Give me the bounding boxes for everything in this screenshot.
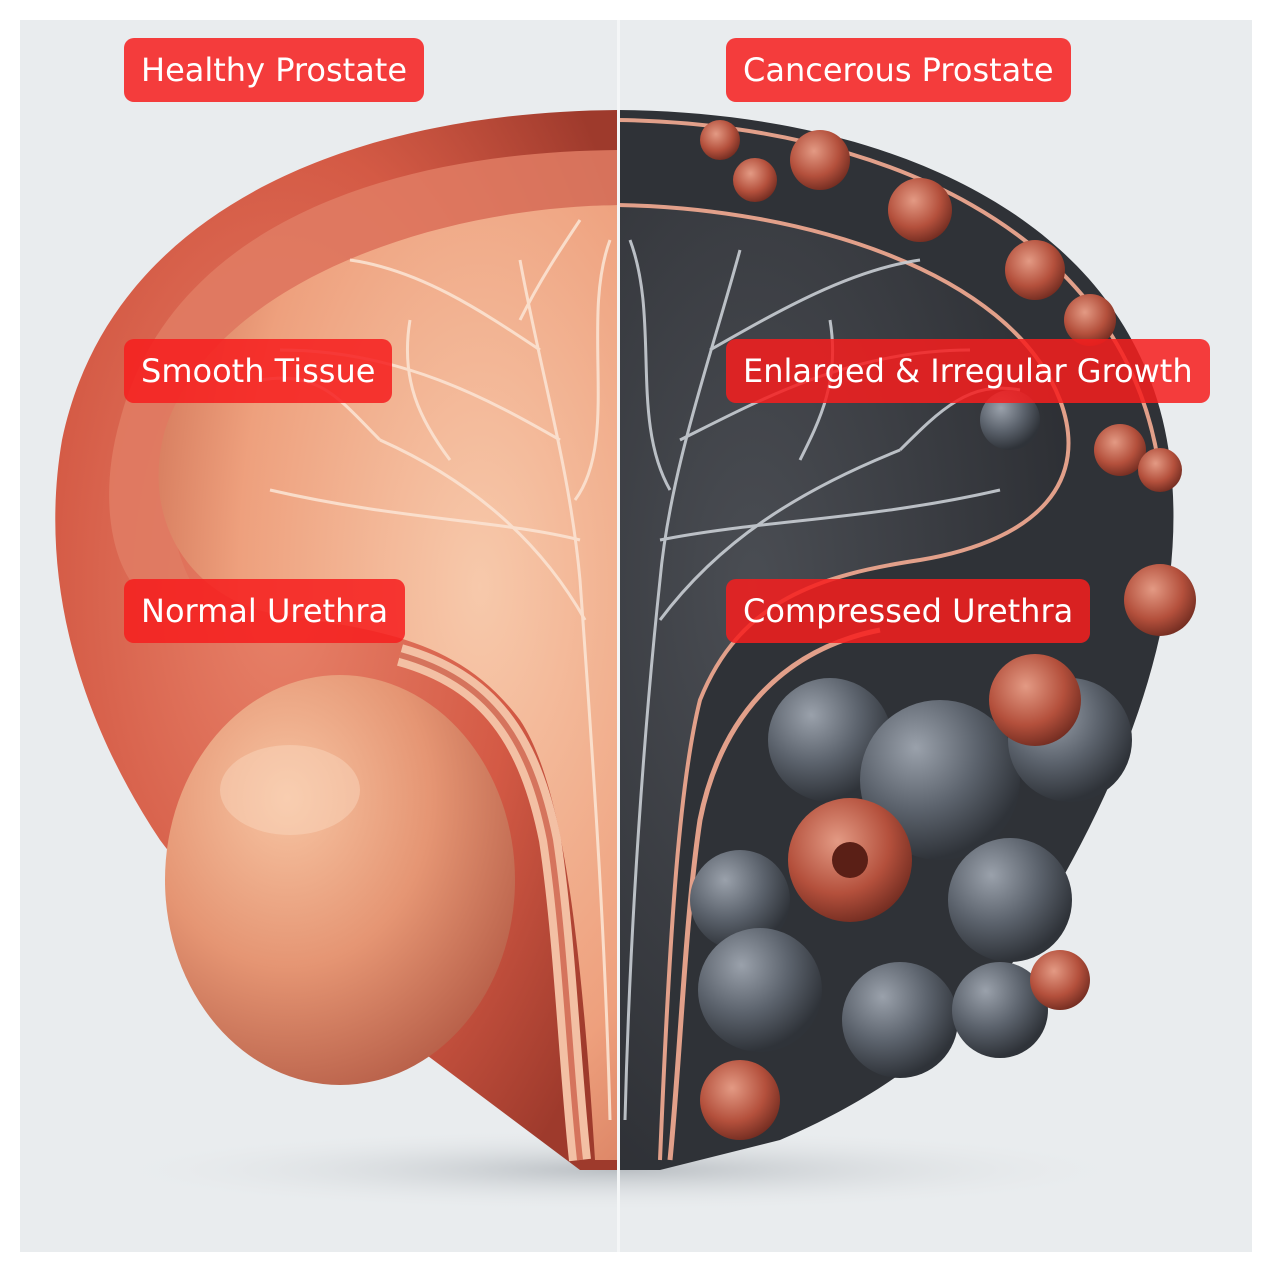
compressed-urethra-label: Compressed Urethra: [726, 579, 1091, 643]
healthy-prostate-label: Healthy Prostate: [124, 38, 425, 102]
red-growths: [700, 120, 1196, 1140]
enlarged-growth-label: Enlarged & Irregular Growth: [726, 339, 1210, 403]
center-divider: [617, 20, 620, 1252]
cancer-inner-cavity: [618, 205, 1069, 1160]
illustration-frame: Healthy Prostate Cancerous Prostate Smoo…: [20, 20, 1252, 1252]
normal-urethra-label: Normal Urethra: [124, 579, 406, 643]
tumor-nodules: [690, 390, 1132, 1078]
healthy-inner-cavity: [158, 205, 618, 1160]
compressed-urethra: [667, 627, 881, 1161]
smooth-tissue-label: Smooth Tissue: [124, 339, 393, 403]
healthy-gland-lobe: [165, 675, 515, 1085]
cancerous-prostate-label: Cancerous Prostate: [726, 38, 1071, 102]
healthy-wall-band: [109, 150, 618, 580]
